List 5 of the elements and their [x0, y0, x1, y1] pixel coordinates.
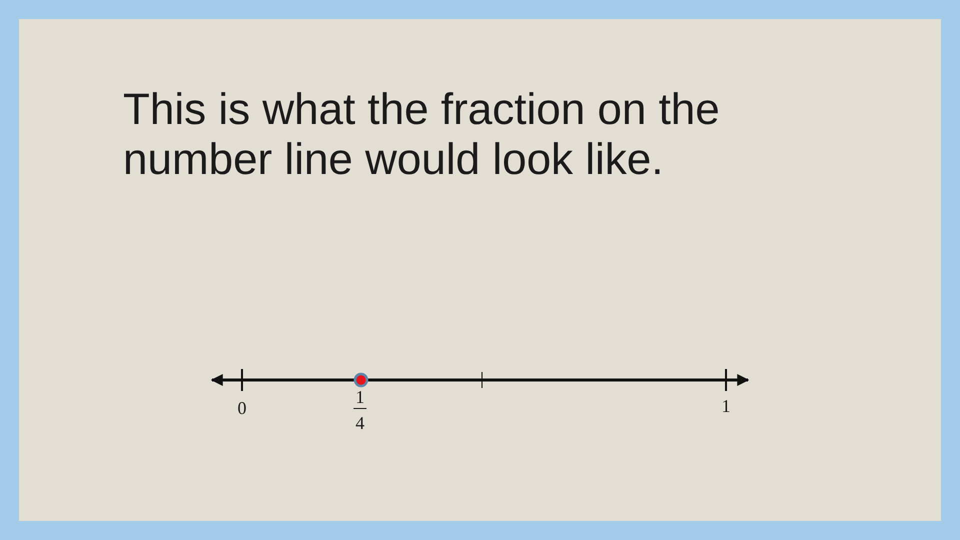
tick-label: 1: [722, 397, 730, 415]
fraction-numerator: 1: [354, 388, 366, 409]
fraction-denominator: 4: [356, 414, 364, 432]
tick-label: 0: [238, 399, 246, 417]
slide-title: This is what the fraction on the number line would look like.: [123, 85, 721, 185]
